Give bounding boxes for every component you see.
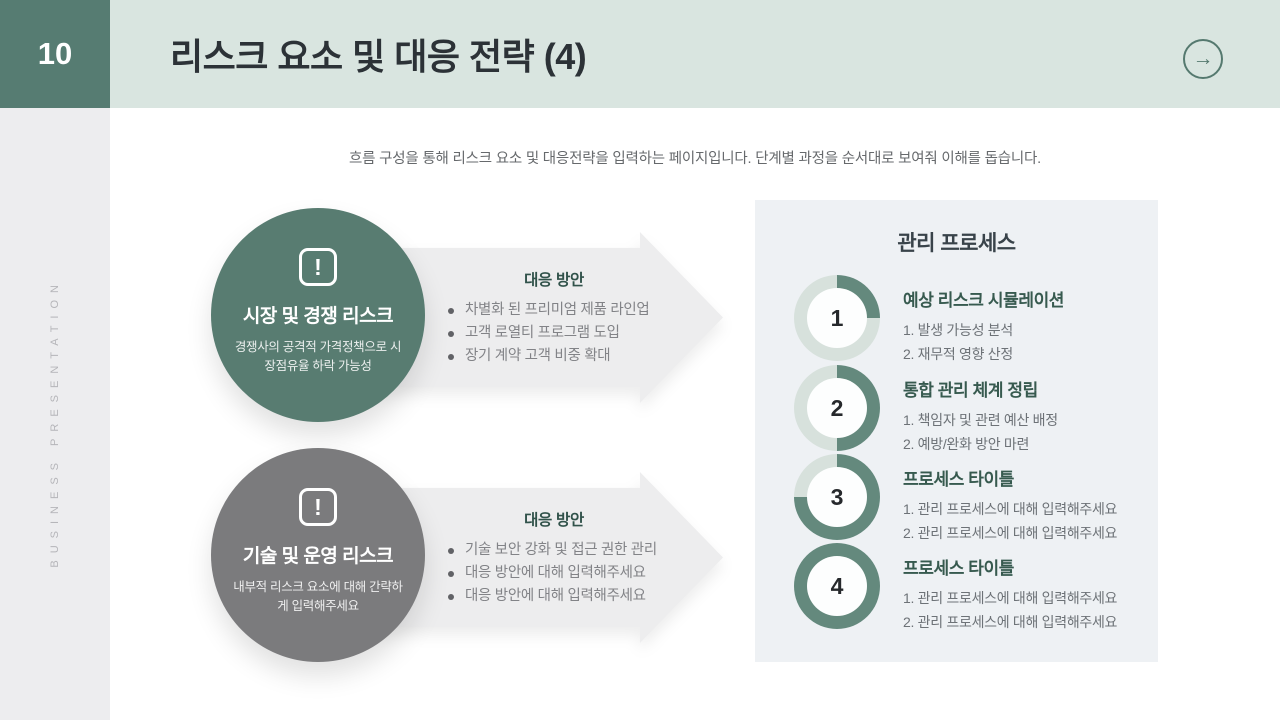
step-number: 4 — [807, 556, 867, 616]
step-item-line: 2. 재무적 영향 산정 — [903, 346, 1013, 362]
risk-title: 시장 및 경쟁 리스크 — [242, 306, 394, 327]
step-text: 예상 리스크 시뮬레이션 1. 발생 가능성 분석 2. 재무적 영향 산정 — [903, 286, 1153, 366]
progress-ring: 1 — [794, 275, 880, 361]
left-sidebar-strip — [0, 108, 110, 720]
plan-bullet: 대응 방안에 대해 입력해주세요 — [448, 562, 680, 585]
header-band: 리스크 요소 및 대응 전략 (4) — [110, 0, 1280, 108]
step-title: 통합 관리 체계 정립 — [903, 381, 1038, 400]
plan-bullet: 장기 계약 고객 비중 확대 — [448, 345, 680, 368]
alert-icon: ! — [299, 248, 337, 286]
process-panel-title: 관리 프로세스 — [897, 232, 1016, 255]
step-item-line: 1. 관리 프로세스에 대해 입력해주세요 — [903, 590, 1118, 606]
step-items: 1. 책임자 및 관련 예산 배정 2. 예방/완화 방안 마련 — [903, 408, 1153, 456]
process-panel: 관리 프로세스 1 예상 리스크 시뮬레이션 1. 발생 가능성 분석 2. 재무적 … — [755, 200, 1158, 662]
step-number: 1 — [807, 288, 867, 348]
step-item-line: 2. 관리 프로세스에 대해 입력해주세요 — [903, 614, 1118, 630]
step-items: 1. 관리 프로세스에 대해 입력해주세요 2. 관리 프로세스에 대해 입력해주… — [903, 497, 1153, 545]
step-text: 통합 관리 체계 정립 1. 책임자 및 관련 예산 배정 2. 예방/완화 방안 … — [903, 376, 1153, 456]
step-item-line: 1. 관리 프로세스에 대해 입력해주세요 — [903, 501, 1118, 517]
side-label-wrap: BUSINESS PRESENTATION — [0, 255, 110, 590]
step-item-line: 2. 예방/완화 방안 마련 — [903, 436, 1030, 452]
alert-icon: ! — [299, 488, 337, 526]
risk-circle-tech: ! 기술 및 운영 리스크 내부적 리스크 요소에 대해 간략하게 입력해주세요 — [211, 448, 425, 662]
risk-description: 경쟁사의 공격적 가격정책으로 시장점유율 하락 가능성 — [234, 340, 402, 374]
progress-ring: 4 — [794, 543, 880, 629]
progress-ring: 2 — [794, 365, 880, 451]
plan-bullet: 대응 방안에 대해 입력해주세요 — [448, 585, 680, 608]
page-subtitle: 흐름 구성을 통해 리스크 요소 및 대응전략을 입력하는 페이지입니다. 단계… — [349, 151, 1041, 167]
step-item-line: 1. 발생 가능성 분석 — [903, 322, 1013, 338]
page-number: 10 — [0, 0, 110, 108]
step-title: 프로세스 타이틀 — [903, 559, 1015, 578]
plan-bullet: 차별화 된 프리미엄 제품 라인업 — [448, 299, 680, 322]
plan-title: 대응 방안 — [524, 272, 584, 289]
plan-bullet: 고객 로열티 프로그램 도입 — [448, 322, 680, 345]
progress-ring: 3 — [794, 454, 880, 540]
step-title: 예상 리스크 시뮬레이션 — [903, 291, 1065, 310]
page-title: 리스크 요소 및 대응 전략 (4) — [170, 36, 587, 77]
next-slide-button[interactable]: → — [1183, 39, 1223, 79]
step-item-line: 1. 책임자 및 관련 예산 배정 — [903, 412, 1058, 428]
plan-bullet: 기술 보안 강화 및 접근 권한 관리 — [448, 539, 680, 562]
arrow-right-icon: → — [1192, 47, 1214, 70]
risk-description: 내부적 리스크 요소에 대해 간략하게 입력해주세요 — [233, 580, 403, 614]
risk-title: 기술 및 운영 리스크 — [242, 546, 394, 567]
step-item-line: 2. 관리 프로세스에 대해 입력해주세요 — [903, 525, 1118, 541]
step-items: 1. 발생 가능성 분석 2. 재무적 영향 산정 — [903, 318, 1153, 366]
step-items: 1. 관리 프로세스에 대해 입력해주세요 2. 관리 프로세스에 대해 입력해주… — [903, 586, 1153, 634]
risk-circle-market: ! 시장 및 경쟁 리스크 경쟁사의 공격적 가격정책으로 시장점유율 하락 가… — [211, 208, 425, 422]
step-number: 2 — [807, 378, 867, 438]
step-text: 프로세스 타이틀 1. 관리 프로세스에 대해 입력해주세요 2. 관리 프로세스에… — [903, 465, 1153, 545]
side-label: BUSINESS PRESENTATION — [49, 277, 61, 568]
step-number: 3 — [807, 467, 867, 527]
step-title: 프로세스 타이틀 — [903, 470, 1015, 489]
plan-title: 대응 방안 — [524, 512, 584, 529]
step-text: 프로세스 타이틀 1. 관리 프로세스에 대해 입력해주세요 2. 관리 프로세스에… — [903, 554, 1153, 634]
